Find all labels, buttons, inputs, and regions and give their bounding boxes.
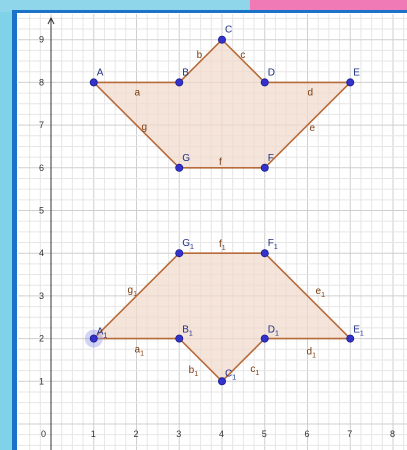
shape-top-point-F — [260, 163, 269, 172]
y-tick-label: 1 — [39, 376, 44, 386]
y-tick-label: 4 — [39, 248, 44, 258]
background-strip-left — [0, 0, 12, 450]
shapes — [84, 35, 355, 386]
shape-bottom-segment-e — [264, 252, 351, 340]
shape-top-segment-label-d: d — [308, 87, 314, 98]
background-strip-pink — [250, 0, 407, 10]
shape-top-point-label-A: A — [97, 67, 104, 78]
shape-bottom-point-label-D: D1 — [268, 325, 279, 338]
x-tick-label: 1 — [91, 429, 96, 439]
shape-bottom-point-A — [89, 334, 98, 343]
shape-top-point-label-G: G — [182, 153, 190, 164]
shape-bottom-point-label-F: F1 — [268, 238, 278, 251]
shape-bottom-point-label-E: E1 — [353, 325, 364, 338]
shape-bottom-segment-label-e: e1 — [316, 286, 326, 299]
shape-top-segment-e — [264, 81, 351, 169]
shape-top-point-label-F: F — [268, 153, 274, 164]
x-tick-label: 5 — [262, 429, 267, 439]
shape-bottom-point-F — [260, 249, 269, 258]
y-tick-label: 6 — [39, 163, 44, 173]
shape-top-segment-g — [93, 81, 180, 169]
y-tick-label: 2 — [39, 334, 44, 344]
shape-top-point-label-C: C — [225, 25, 232, 36]
shape-top-point-A — [89, 78, 98, 87]
shape-top-point-label-E: E — [353, 67, 360, 78]
shape-bottom-point-label-G: G1 — [182, 238, 194, 251]
shape-bottom-point-G — [175, 249, 184, 258]
y-tick-label: 9 — [39, 35, 44, 45]
x-tick-label: 2 — [134, 429, 139, 439]
shape-top-point-label-B: B — [182, 67, 189, 78]
shape-bottom-polygon — [93, 253, 351, 382]
shape-top-point-G — [175, 163, 184, 172]
shape-top-segment-label-a: a — [135, 87, 141, 98]
axes: 0 1 2 3 4 5 6 7 8 1 2 3 4 5 6 7 8 9 — [39, 16, 395, 450]
shape-top-segment-label-f: f — [219, 157, 222, 168]
shape-bottom-segment-label-f: f1 — [219, 239, 226, 252]
shape-bottom-point-D — [260, 334, 269, 343]
x-tick-label: 6 — [305, 429, 310, 439]
shape-bottom-segment-label-a: a1 — [135, 345, 145, 358]
shape-bottom-point-C — [217, 377, 226, 386]
shape-top-segment-c — [221, 39, 266, 83]
grid — [18, 14, 407, 450]
shape-bottom-point-B — [175, 334, 184, 343]
shape-bottom-segment-g — [93, 252, 180, 340]
shape-top-point-C — [217, 35, 226, 44]
shape-bottom-segment-label-d: d1 — [307, 347, 317, 360]
shape-top-segment-label-c: c — [240, 50, 245, 61]
y-tick-label: 5 — [39, 206, 44, 216]
shape-bottom-segment-label-b: b1 — [189, 365, 199, 378]
shape-top-polygon — [93, 39, 351, 168]
shape-bottom-segment-label-c: c1 — [250, 364, 259, 377]
y-tick-label: 3 — [39, 291, 44, 301]
shape-top-segment-b — [178, 39, 223, 83]
y-tick-label: 7 — [39, 120, 44, 130]
shape-bottom-point-label-B: B1 — [182, 325, 193, 338]
shape-bottom-point-label-A: A1 — [97, 327, 108, 340]
shape-bottom-segment-c — [221, 338, 266, 382]
shape-top-segment-label-b: b — [197, 50, 203, 61]
shape-top-point-B — [175, 78, 184, 87]
shape-bottom-point-label-C: C1 — [225, 368, 236, 381]
shape-bottom-point-E — [346, 334, 355, 343]
y-axis-arrow — [47, 16, 55, 25]
y-tick-label: 8 — [39, 77, 44, 87]
x-tick-label: 7 — [347, 429, 352, 439]
shape-top-segment-label-e: e — [310, 123, 316, 134]
shape-top-point-D — [260, 78, 269, 87]
x-tick-label: 8 — [390, 429, 395, 439]
x-tick-label: 3 — [176, 429, 181, 439]
x-tick-label: 4 — [219, 429, 224, 439]
shape-bottom-segment-label-g: g1 — [128, 285, 138, 298]
shape-top-point-label-D: D — [268, 67, 275, 78]
shape-top-point-E — [346, 78, 355, 87]
x-tick-label: 0 — [41, 429, 46, 439]
shape-bottom-segment-b — [178, 338, 223, 382]
shape-top-segment-label-g: g — [142, 122, 148, 133]
